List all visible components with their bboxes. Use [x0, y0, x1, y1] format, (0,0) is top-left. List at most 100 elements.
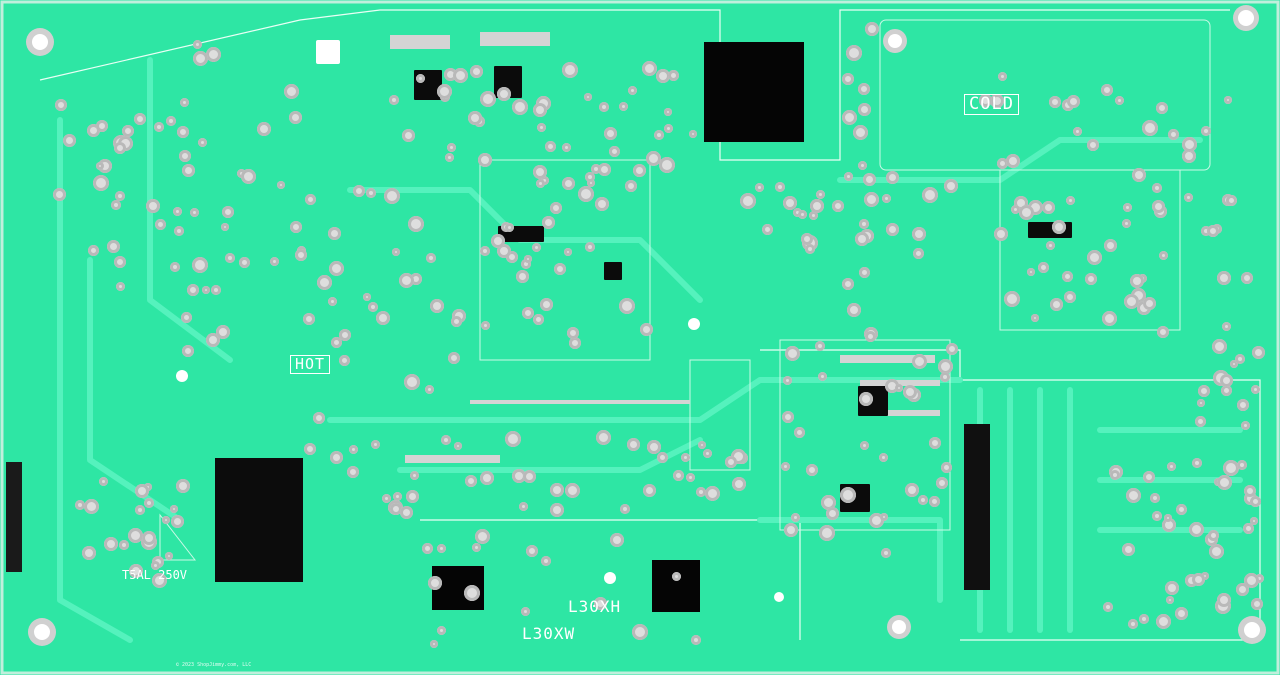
solder-pad	[445, 153, 454, 162]
solder-pad	[122, 125, 134, 137]
solder-pad	[111, 200, 121, 210]
solder-pad	[865, 331, 876, 342]
solder-pad	[860, 441, 869, 450]
solder-pad	[154, 122, 164, 132]
solder-pad	[619, 102, 628, 111]
solder-pad	[821, 495, 836, 510]
solder-pad	[82, 546, 96, 560]
solder-pad	[1223, 460, 1239, 476]
solder-pad	[171, 515, 184, 528]
solder-pad	[115, 191, 125, 201]
solder-pad	[1176, 504, 1187, 515]
solder-pad	[1222, 322, 1231, 331]
hot-side-label: HOT	[290, 355, 331, 374]
solder-pad	[659, 157, 675, 173]
solder-pad	[1126, 488, 1141, 503]
solder-pad	[1067, 95, 1080, 108]
solder-pad	[198, 138, 207, 147]
solder-pad	[587, 179, 595, 187]
solder-pad	[1212, 339, 1227, 354]
solder-pad	[135, 505, 145, 515]
mounting-hole	[34, 624, 50, 640]
solder-pad	[1159, 251, 1168, 260]
solder-pad	[63, 134, 76, 147]
heatsink-bracket	[215, 458, 303, 582]
solder-pad	[1152, 200, 1165, 213]
solder-pad	[886, 223, 899, 236]
solder-pad	[453, 68, 468, 83]
solder-pad	[550, 503, 564, 517]
solder-pad	[225, 253, 235, 263]
solder-pad	[1139, 614, 1149, 624]
solder-pad	[1157, 326, 1169, 338]
solder-pad	[819, 525, 835, 541]
solder-pad	[1027, 268, 1035, 276]
mounting-hole	[892, 620, 906, 634]
solder-pad	[84, 499, 99, 514]
solder-pad	[550, 483, 564, 497]
solder-pad	[181, 312, 192, 323]
solder-pad	[329, 261, 344, 276]
solder-pad	[533, 165, 547, 179]
solder-pad	[809, 211, 818, 220]
solder-pad	[1226, 195, 1237, 206]
copyright-watermark: © 2023 ShopJimmy.com, LLC	[176, 662, 252, 668]
solder-pad	[668, 70, 679, 81]
solder-pad	[193, 51, 208, 66]
solder-pad	[585, 172, 595, 182]
solder-pad	[177, 126, 189, 138]
solder-pad	[129, 564, 143, 578]
solder-pad	[437, 544, 446, 553]
solder-pad	[176, 479, 190, 493]
solder-pad	[1165, 581, 1179, 595]
solder-pad	[599, 102, 609, 112]
solder-pad	[1042, 201, 1055, 214]
solder-pad	[536, 179, 545, 188]
solder-pad	[1123, 203, 1132, 212]
solder-pad	[633, 164, 646, 177]
solder-pad	[180, 98, 189, 107]
solder-pad	[922, 187, 938, 203]
solder-pad	[806, 464, 818, 476]
ic-chip	[604, 262, 622, 280]
solder-pad	[998, 72, 1007, 81]
solder-pad	[1143, 471, 1155, 483]
solder-pad	[815, 341, 825, 351]
solder-pad	[542, 216, 555, 229]
solder-pad	[406, 490, 419, 503]
solder-pad	[521, 607, 530, 616]
solder-pad	[170, 262, 180, 272]
solder-pad	[880, 513, 888, 521]
solder-pad	[451, 316, 462, 327]
solder-pad	[1152, 511, 1162, 521]
solder-pad	[1130, 274, 1144, 288]
solder-pad	[1251, 598, 1263, 610]
solder-pad	[1064, 291, 1076, 303]
solder-pad	[793, 208, 802, 217]
solder-pad	[783, 196, 797, 210]
solder-pad	[241, 169, 256, 184]
solder-pad	[533, 314, 544, 325]
solder-pad	[664, 124, 673, 133]
solder-pad	[1167, 462, 1176, 471]
solder-pad	[1046, 241, 1055, 250]
solder-pad	[646, 151, 661, 166]
solder-pad	[554, 263, 566, 275]
solder-pad	[912, 354, 927, 369]
solder-pad	[1252, 346, 1265, 359]
solder-pad	[270, 257, 279, 266]
solder-pad	[441, 435, 451, 445]
solder-pad	[1195, 416, 1206, 427]
solder-pad	[222, 206, 234, 218]
solder-pad	[537, 123, 546, 132]
solder-pad	[284, 84, 299, 99]
solder-pad	[657, 452, 668, 463]
solder-pad	[448, 352, 460, 364]
solder-pad	[193, 40, 202, 49]
solder-pad	[584, 93, 592, 101]
solder-pad	[832, 200, 844, 212]
solder-pad	[632, 624, 648, 640]
solder-pad	[698, 441, 706, 449]
solder-pad	[946, 343, 958, 355]
solder-pad	[1237, 460, 1247, 470]
